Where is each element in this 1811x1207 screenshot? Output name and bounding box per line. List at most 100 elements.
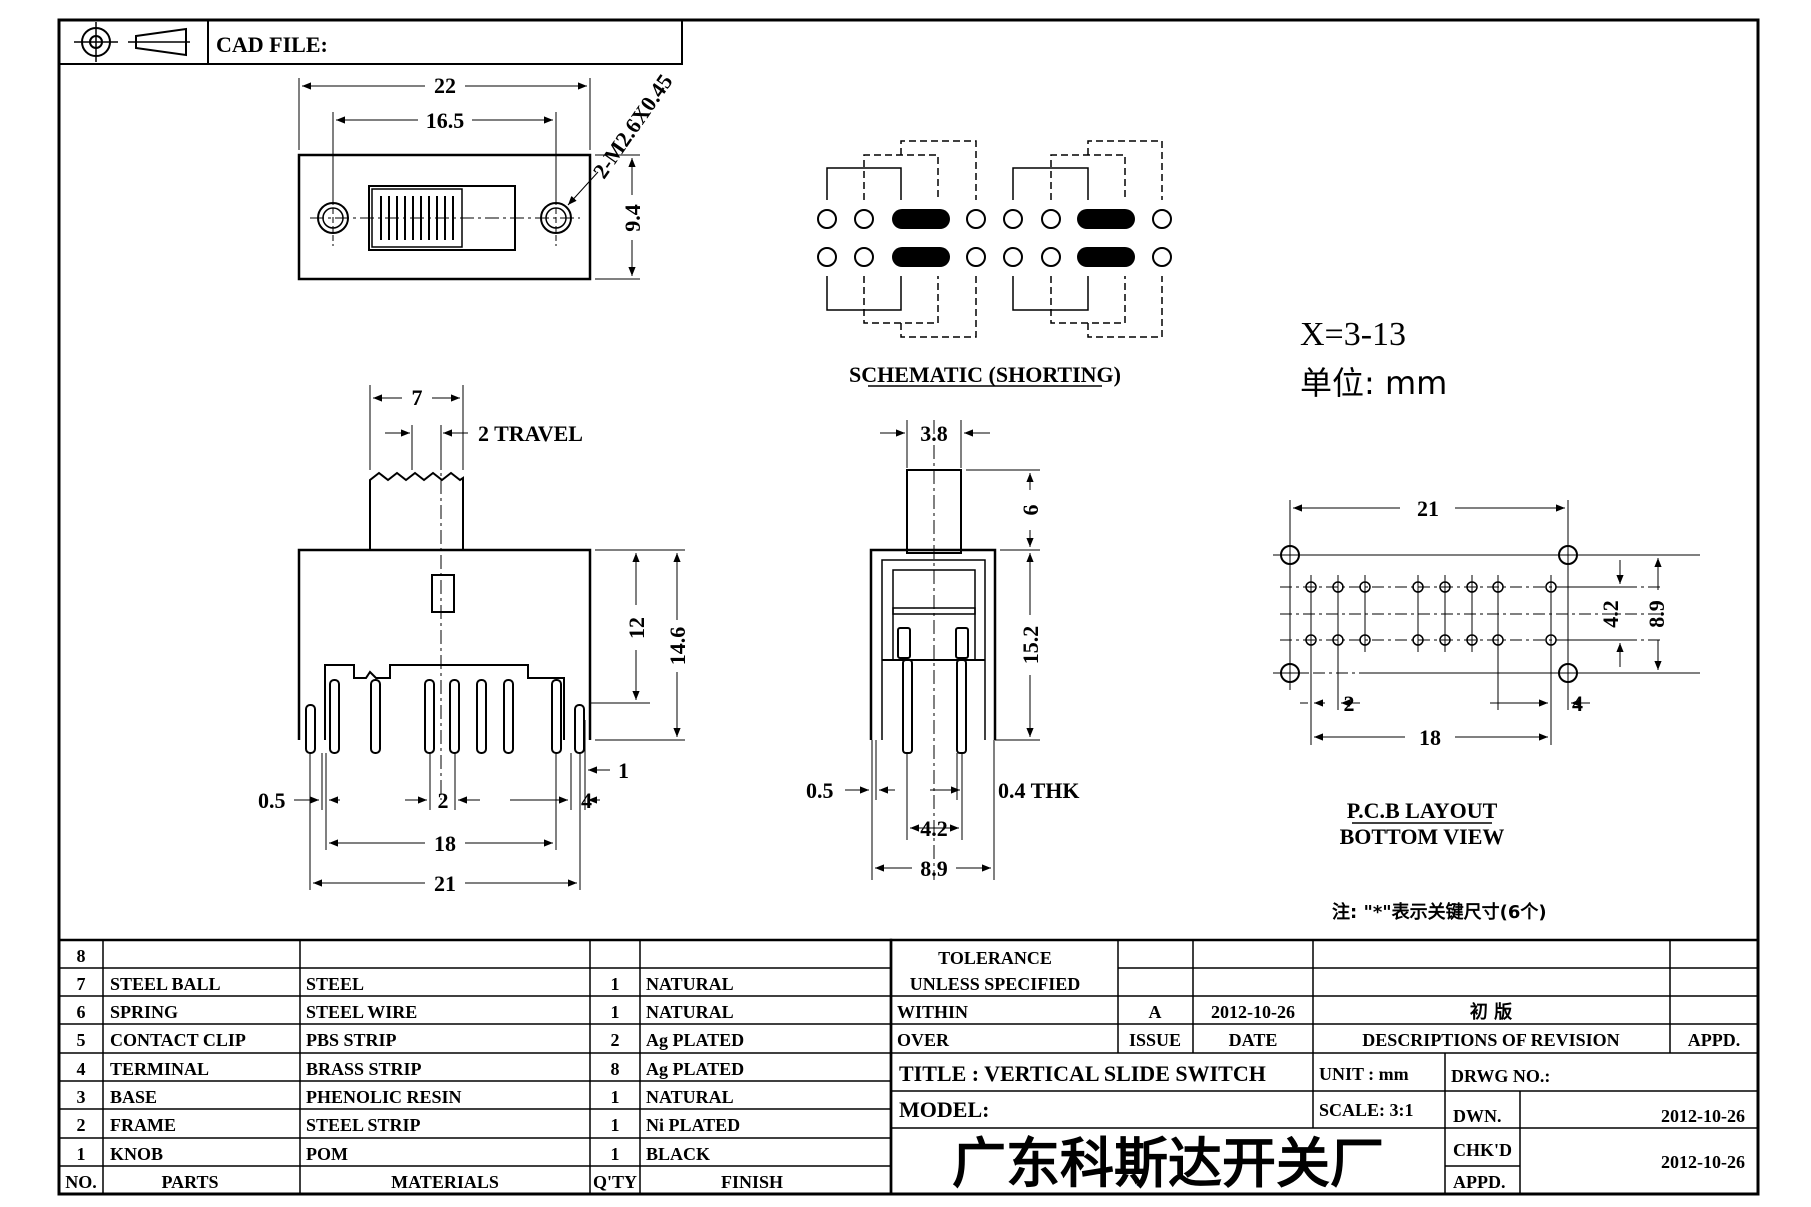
dim-label: 4.2 bbox=[920, 816, 948, 841]
cell-qty: 1 bbox=[611, 1087, 620, 1107]
cell-no: 7 bbox=[77, 974, 86, 994]
hole-callout: 2-M2.6X0.45 bbox=[588, 69, 678, 182]
pcb-layout bbox=[1273, 500, 1700, 745]
dim-label: 22 bbox=[434, 73, 456, 98]
side-view bbox=[845, 420, 1040, 880]
footnote: 注: "*"表示关键尺寸(6个) bbox=[1332, 901, 1547, 923]
cell-material: POM bbox=[306, 1144, 348, 1164]
cad-header: CAD FILE: bbox=[58, 19, 683, 65]
cell-material: PHENOLIC RESIN bbox=[306, 1087, 462, 1107]
table-header-row: NO. PARTS MATERIALS Q'TY FINISH bbox=[65, 1172, 783, 1192]
front-view bbox=[294, 385, 685, 890]
dim-label: 7 bbox=[412, 385, 423, 410]
dim-label: 4 bbox=[581, 788, 592, 813]
dim-label: 0.5 bbox=[806, 778, 834, 803]
cell-material: STEEL STRIP bbox=[306, 1115, 421, 1135]
title-text: TITLE : VERTICAL SLIDE SWITCH bbox=[899, 1061, 1266, 1086]
cell-finish: NATURAL bbox=[646, 1087, 734, 1107]
company-name: 广东科斯达开关厂 bbox=[952, 1132, 1384, 1195]
unit-text: UNIT : mm bbox=[1319, 1064, 1409, 1084]
travel-label: 2 TRAVEL bbox=[478, 421, 583, 446]
scale-text: SCALE: 3:1 bbox=[1319, 1100, 1414, 1120]
cell-part: FRAME bbox=[110, 1115, 176, 1135]
dwn-date: 2012-10-26 bbox=[1661, 1106, 1745, 1126]
tolerance-label: UNLESS SPECIFIED bbox=[910, 974, 1081, 994]
table-row: 5 CONTACT CLIP PBS STRIP 2 Ag PLATED bbox=[77, 1030, 745, 1050]
dim-label: 1 bbox=[618, 758, 629, 783]
dim-label: 3.8 bbox=[920, 421, 948, 446]
cell-part: CONTACT CLIP bbox=[110, 1030, 246, 1050]
cell-no: 6 bbox=[77, 1002, 86, 1022]
dim-label: 21 bbox=[1417, 496, 1439, 521]
dim-label: 15.2 bbox=[1018, 626, 1043, 665]
bom-cells: 8 7 STEEL BALL STEEL 1 NATURAL 6 SPRING … bbox=[65, 946, 783, 1192]
cell-no: 5 bbox=[77, 1030, 86, 1050]
issue-label: ISSUE bbox=[1129, 1030, 1181, 1050]
x-range-note: X=3-13 bbox=[1300, 316, 1406, 353]
table-row: 7 STEEL BALL STEEL 1 NATURAL bbox=[77, 974, 734, 994]
chkd-date: 2012-10-26 bbox=[1661, 1152, 1745, 1172]
pcb-labels: 21 4.2 8.9 2 4 18 P.C.B LAYOUT BOTTOM VI… bbox=[1340, 496, 1669, 849]
cell-part: STEEL BALL bbox=[110, 974, 221, 994]
dim-label: 12 bbox=[624, 617, 649, 639]
schematic: SCHEMATIC (SHORTING) bbox=[817, 140, 1172, 387]
dim-label: 2 bbox=[438, 788, 449, 813]
table-row: 1 KNOB POM 1 BLACK bbox=[77, 1144, 711, 1164]
dim-label: 18 bbox=[434, 831, 456, 856]
header-materials: MATERIALS bbox=[391, 1172, 499, 1192]
pcb-caption: P.C.B LAYOUT bbox=[1347, 798, 1498, 823]
cell-qty: 2 bbox=[611, 1030, 620, 1050]
schematic-caption: SCHEMATIC (SHORTING) bbox=[849, 362, 1121, 387]
cell-material: STEEL WIRE bbox=[306, 1002, 417, 1022]
cell-finish: Ni PLATED bbox=[646, 1115, 740, 1135]
cell-qty: 1 bbox=[611, 1144, 620, 1164]
projection-symbol-icon bbox=[74, 22, 190, 62]
cell-no: 4 bbox=[77, 1059, 86, 1079]
table-row: 8 bbox=[77, 946, 86, 966]
table-row: 2 FRAME STEEL STRIP 1 Ni PLATED bbox=[77, 1115, 741, 1135]
within-label: WITHIN bbox=[897, 1002, 968, 1022]
dim-label: 21 bbox=[434, 871, 456, 896]
cell-no: 1 bbox=[77, 1144, 86, 1164]
dim-label: 16.5 bbox=[426, 108, 465, 133]
cell-no: 2 bbox=[77, 1115, 86, 1135]
cell-part: SPRING bbox=[110, 1002, 178, 1022]
drwg-no-label: DRWG NO.: bbox=[1451, 1066, 1550, 1086]
dim-label: 2 bbox=[1344, 691, 1355, 716]
rev-date: 2012-10-26 bbox=[1211, 1002, 1295, 1022]
rev-issue: A bbox=[1149, 1002, 1162, 1022]
dim-label: 9.4 bbox=[620, 204, 645, 232]
table-row: 3 BASE PHENOLIC RESIN 1 NATURAL bbox=[77, 1087, 734, 1107]
appd-label: APPD. bbox=[1688, 1030, 1741, 1050]
header-no: NO. bbox=[65, 1172, 97, 1192]
dim-label: 0.5 bbox=[258, 788, 286, 813]
cell-no: 3 bbox=[77, 1087, 86, 1107]
cad-file-label: CAD FILE: bbox=[216, 32, 328, 57]
cell-part: KNOB bbox=[110, 1144, 163, 1164]
thk-label: 0.4 THK bbox=[998, 778, 1080, 803]
appd2-label: APPD. bbox=[1453, 1172, 1506, 1192]
title-block bbox=[889, 938, 1760, 1196]
dim-label: 4.2 bbox=[1598, 600, 1623, 628]
dwn-label: DWN. bbox=[1453, 1106, 1502, 1126]
dim-label: 8.9 bbox=[920, 856, 948, 881]
title-block-text: TOLERANCE UNLESS SPECIFIED WITHIN OVER A… bbox=[897, 948, 1745, 1195]
cell-finish: NATURAL bbox=[646, 1002, 734, 1022]
top-view: 22 16.5 9.4 2-M2.6X0.45 bbox=[297, 69, 678, 281]
cell-qty: 1 bbox=[611, 974, 620, 994]
dim-label: 14.6 bbox=[665, 627, 690, 666]
cell-material: PBS STRIP bbox=[306, 1030, 397, 1050]
dim-label: 6 bbox=[1018, 505, 1043, 516]
dim-label: 18 bbox=[1419, 725, 1441, 750]
desc-label: DESCRIPTIONS OF REVISION bbox=[1362, 1030, 1619, 1050]
cell-no: 8 bbox=[77, 946, 86, 966]
cell-qty: 1 bbox=[611, 1002, 620, 1022]
cell-part: TERMINAL bbox=[110, 1059, 209, 1079]
cell-finish: Ag PLATED bbox=[646, 1059, 744, 1079]
rev-description: 初 版 bbox=[1470, 1001, 1512, 1023]
dim-label: 8.9 bbox=[1644, 600, 1669, 628]
table-row: 6 SPRING STEEL WIRE 1 NATURAL bbox=[77, 1002, 734, 1022]
model-label: MODEL: bbox=[899, 1097, 989, 1122]
header-parts: PARTS bbox=[161, 1172, 218, 1192]
cell-part: BASE bbox=[110, 1087, 157, 1107]
